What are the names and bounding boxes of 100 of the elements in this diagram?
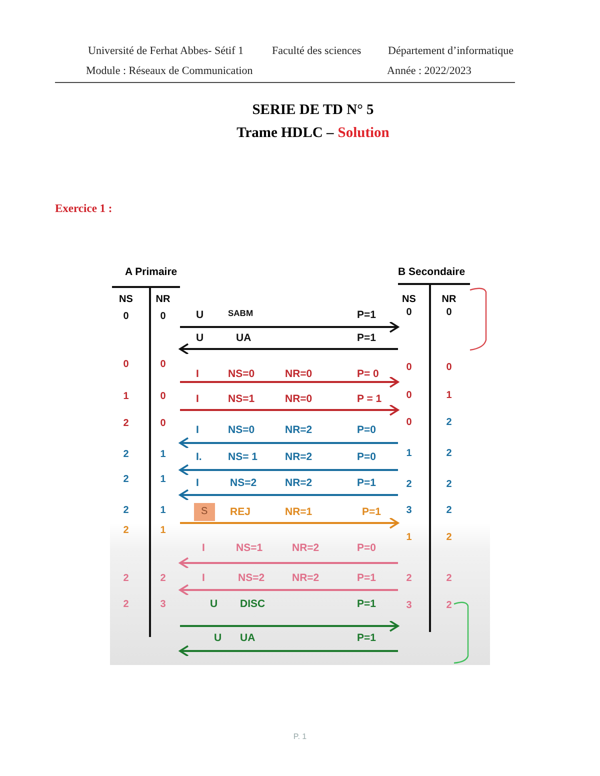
frame-field: P=1 (357, 632, 376, 644)
counter-value: 0 (159, 418, 167, 430)
column-header: NR (154, 294, 172, 306)
counter-value: 3 (405, 505, 413, 516)
frame-field: DISC (240, 598, 266, 610)
counter-value: 2 (122, 449, 130, 460)
frame-field: U (214, 632, 222, 644)
station-name: A Primaire (125, 266, 178, 278)
header-text: Département d’informatique (388, 45, 514, 58)
counter-value: 0 (159, 311, 167, 322)
frame-field: P= 0 (357, 368, 379, 380)
frame-field: UA (240, 632, 256, 644)
counter-value: 1 (122, 391, 130, 402)
frame-field: I (196, 424, 199, 436)
frame-field: NS=0 (228, 368, 255, 380)
frame-field: I (202, 572, 205, 584)
counter-value: 2 (122, 474, 130, 486)
counter-value: 2 (405, 479, 413, 490)
counter-value: 0 (445, 307, 453, 318)
frame-field: U (210, 598, 218, 610)
frame-field: P=0 (357, 542, 376, 554)
counter-value: 0 (405, 390, 413, 402)
header-text: Module : Réseaux de Communication (86, 65, 253, 78)
counter-value: 0 (122, 311, 130, 322)
counter-value: 2 (445, 479, 453, 490)
frame-field: NR=2 (285, 451, 312, 464)
frame-field: U (196, 309, 204, 322)
counter-value: 0 (405, 362, 413, 374)
frame-field: P=1 (362, 506, 381, 518)
page-number: P. 1 (292, 732, 308, 742)
arrow (180, 376, 399, 388)
counter-value: 1 (405, 448, 413, 460)
subtitle-highlight: Solution (338, 125, 390, 142)
header-text: Université de Ferhat Abbes- Sétif 1 (88, 45, 244, 58)
frame-field: I (202, 542, 205, 554)
arrow (180, 404, 399, 416)
counter-value: 2 (122, 525, 130, 536)
counter-value: 2 (122, 418, 130, 430)
frame-field: NR=2 (285, 424, 312, 436)
counter-value: 2 (122, 599, 130, 610)
column-header: NR (440, 294, 458, 306)
exercise-heading: Exercice 1 : (55, 203, 112, 216)
frame-field: NR=2 (292, 572, 320, 584)
frame-field: NR=2 (285, 477, 312, 490)
counter-value: 3 (159, 599, 167, 610)
frame-field: NS=2 (238, 572, 265, 584)
station-name: B Secondaire (398, 266, 466, 278)
arrow (180, 321, 399, 333)
counter-value: 1 (159, 505, 167, 516)
frame-field: NR=0 (285, 393, 312, 406)
counter-value: 2 (445, 505, 453, 516)
counter-value: 2 (445, 532, 453, 544)
frame-field: P=1 (357, 598, 376, 610)
counter-value: 1 (159, 474, 167, 486)
header-text: Faculté des sciences (272, 45, 362, 58)
frame-type-tag: S (194, 503, 215, 520)
frame-field: UA (236, 332, 252, 344)
frame-field: NS= 1 (228, 451, 258, 464)
column-header: NS (401, 294, 417, 306)
frame-field: P=0 (357, 451, 376, 464)
counter-value: 1 (405, 532, 413, 544)
header-text: Année : 2022/2023 (387, 65, 472, 78)
frame-field: P=1 (357, 572, 376, 584)
counter-value: 1 (445, 390, 453, 402)
frame-field: I (196, 368, 199, 380)
counter-value: 2 (122, 573, 130, 584)
column-header: NS (118, 294, 134, 306)
counter-value: 0 (159, 359, 167, 370)
arrow (180, 620, 399, 632)
subtitle: Trame HDLC – (236, 125, 334, 142)
counter-value: 3 (405, 600, 413, 612)
arrow (179, 437, 398, 449)
frame-field: SABM (228, 309, 254, 319)
counter-value: 0 (159, 391, 167, 402)
arrow (179, 489, 398, 501)
frame-field: NR=1 (285, 506, 312, 518)
counter-value: 2 (445, 573, 453, 584)
counter-value: 0 (122, 359, 130, 370)
page-title: SERIE DE TD N° 5 (251, 102, 375, 119)
arrow (179, 584, 398, 596)
arrow (179, 557, 398, 569)
counter-value: 0 (445, 362, 453, 374)
counter-value: 0 (405, 307, 413, 318)
frame-field: P=1 (357, 332, 376, 344)
frame-field: NS=2 (230, 477, 257, 490)
frame-field: I (196, 393, 199, 406)
arrow (180, 517, 399, 529)
counter-value: 2 (405, 573, 413, 584)
frame-field: NS=0 (228, 424, 255, 436)
frame-field: NR=0 (285, 368, 312, 380)
frame-field: REJ (230, 506, 250, 518)
frame-field: U (196, 332, 204, 344)
frame-field: NS=1 (236, 542, 263, 554)
frame-field: P=1 (357, 477, 376, 490)
arrow (179, 645, 398, 657)
frame-field: P=1 (357, 309, 376, 322)
counter-value: 0 (405, 417, 413, 428)
frame-field: I. (196, 451, 202, 464)
counter-value: 1 (159, 525, 167, 536)
counter-value: 1 (159, 449, 167, 460)
